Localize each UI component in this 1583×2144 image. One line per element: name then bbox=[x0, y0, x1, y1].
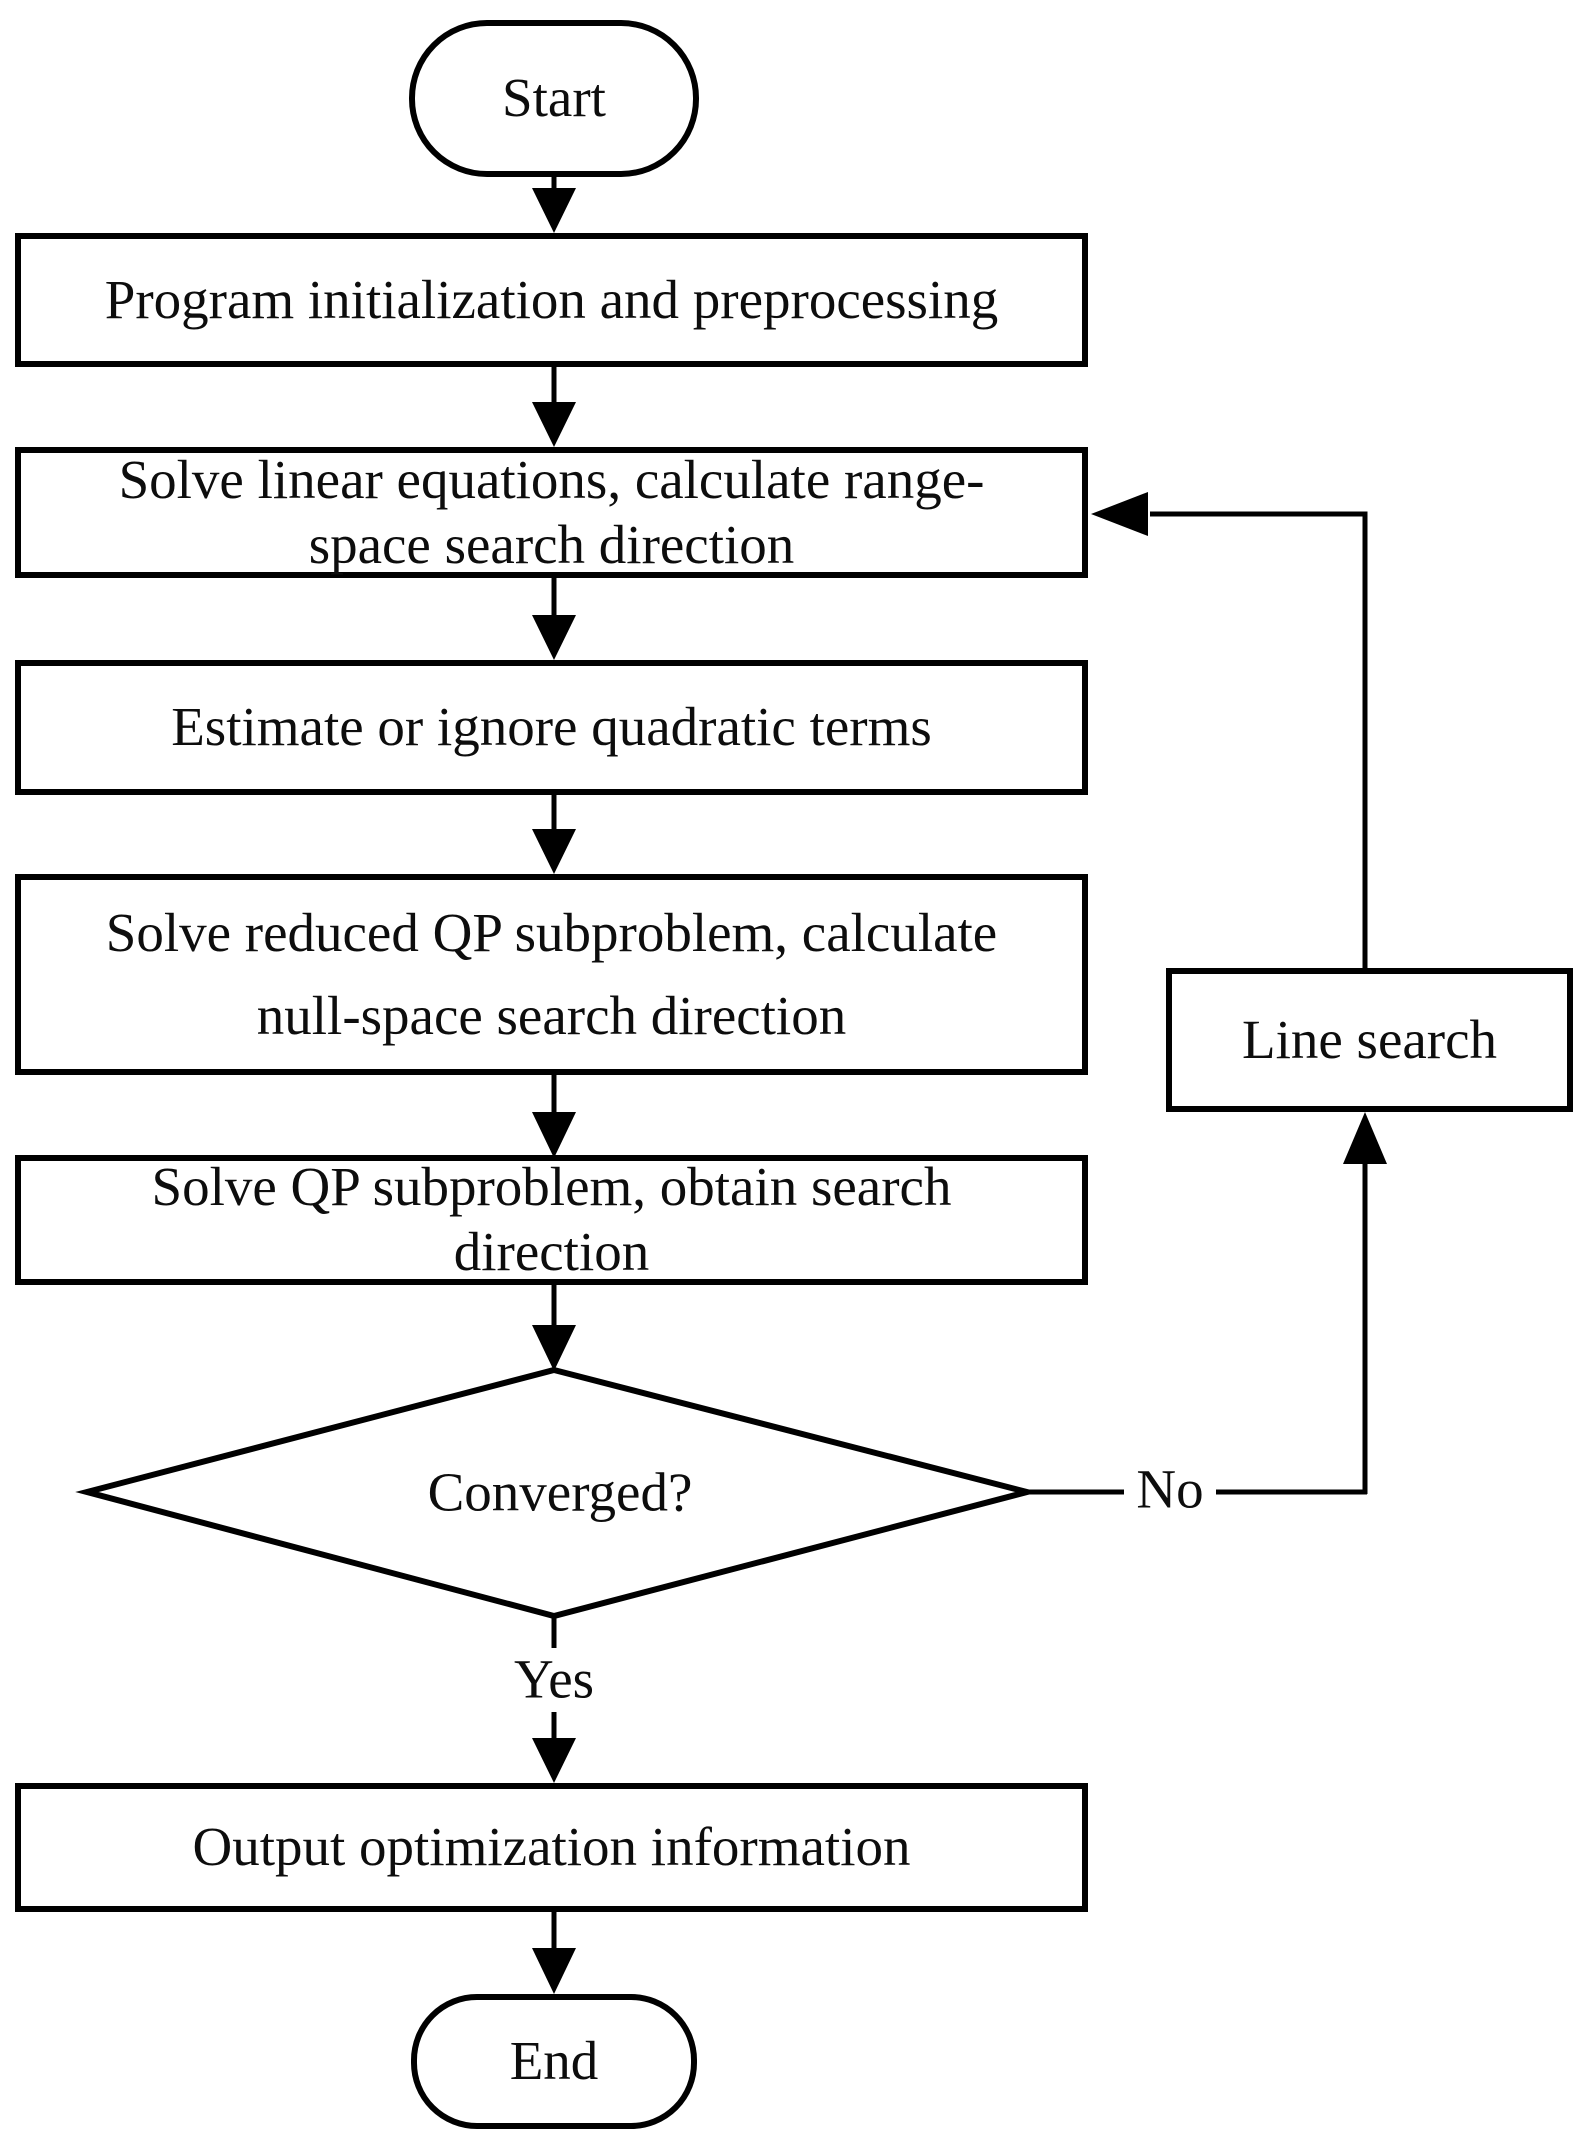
edge-init-rangespace bbox=[532, 367, 576, 447]
edge-start-init bbox=[532, 174, 576, 233]
arrowhead-down-icon bbox=[532, 615, 576, 660]
start-label: Start bbox=[502, 67, 606, 129]
decision-converged-label: Converged? bbox=[427, 1461, 693, 1523]
arrowhead-down-icon bbox=[532, 1738, 576, 1783]
process-null-space-line1: Solve reduced QP subproblem, calculate bbox=[105, 902, 998, 963]
edge-label-no: No bbox=[1136, 1458, 1204, 1520]
process-output: Output optimization information bbox=[15, 1783, 1088, 1912]
edge-converged-no-linesearch bbox=[1027, 1112, 1387, 1495]
arrowhead-down-icon bbox=[532, 829, 576, 874]
process-quadratic: Estimate or ignore quadratic terms bbox=[15, 660, 1088, 795]
process-qp-search-line1: Solve QP subproblem, obtain search bbox=[151, 1156, 952, 1218]
start-node: Start bbox=[409, 20, 699, 177]
arrowhead-down-icon bbox=[532, 1325, 576, 1371]
arrowhead-down-icon bbox=[532, 1112, 576, 1158]
edge-nullspace-qpsearch bbox=[532, 1075, 576, 1158]
end-node: End bbox=[411, 1994, 697, 2129]
edge-linesearch-rangespace bbox=[1091, 492, 1368, 968]
edge-rangespace-quadratic bbox=[532, 578, 576, 660]
arrowhead-down-icon bbox=[532, 402, 576, 447]
process-line-search-label: Line search bbox=[1242, 1008, 1497, 1070]
process-init-label: Program initialization and preprocessing bbox=[104, 268, 999, 330]
process-range-space-line2: space search direction bbox=[308, 513, 795, 575]
arrowhead-down-icon bbox=[532, 188, 576, 233]
process-output-label: Output optimization information bbox=[192, 1816, 911, 1878]
arrowhead-up-icon bbox=[1343, 1112, 1387, 1164]
process-null-space-line2: null-space search direction bbox=[256, 984, 847, 1046]
process-qp-search: Solve QP subproblem, obtain search direc… bbox=[15, 1155, 1088, 1285]
process-range-space: Solve linear equations, calculate range-… bbox=[15, 447, 1088, 578]
edge-output-end bbox=[532, 1912, 576, 1994]
edge-qpsearch-converged bbox=[532, 1285, 576, 1371]
process-init: Program initialization and preprocessing bbox=[15, 233, 1088, 367]
arrowhead-left-icon bbox=[1091, 492, 1148, 536]
process-range-space-line1: Solve linear equations, calculate range- bbox=[118, 448, 985, 510]
process-quadratic-label: Estimate or ignore quadratic terms bbox=[171, 696, 932, 758]
arrowhead-down-icon bbox=[532, 1948, 576, 1994]
process-null-space: Solve reduced QP subproblem, calculate n… bbox=[15, 874, 1088, 1075]
process-qp-search-line2: direction bbox=[453, 1221, 650, 1282]
process-line-search: Line search bbox=[1166, 968, 1573, 1112]
edge-converged-yes-output bbox=[532, 1616, 576, 1783]
edge-label-yes: Yes bbox=[513, 1648, 595, 1710]
edge-quadratic-nullspace bbox=[532, 795, 576, 874]
end-label: End bbox=[509, 2030, 599, 2092]
